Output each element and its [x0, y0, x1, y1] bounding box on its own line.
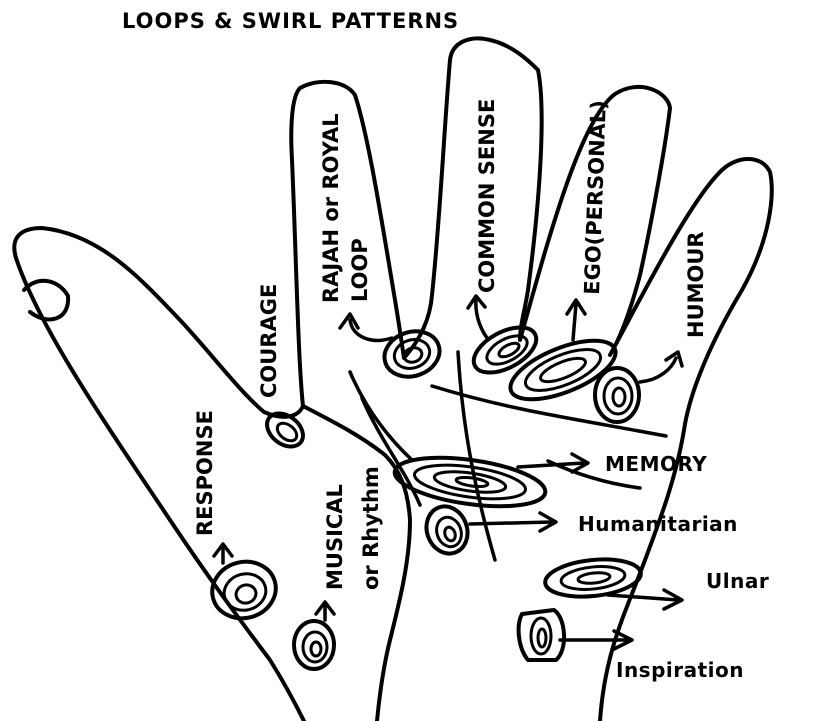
- arrow-royal-loop: [340, 314, 392, 340]
- arrow-humour: [640, 352, 682, 382]
- label-response: RESPONSE: [193, 410, 217, 536]
- arrow-common-sense: [468, 296, 487, 338]
- swirl-royal-loop: [379, 324, 446, 383]
- diagram-title: LOOPS & SWIRL PATTERNS: [122, 9, 459, 33]
- label-ulnar: Ulnar: [706, 569, 769, 593]
- label-courage: COURAGE: [257, 284, 281, 398]
- arrow-musical: [316, 602, 334, 620]
- swirl-inspiration: [519, 610, 564, 660]
- label-musical-line2: or Rhythm: [359, 466, 383, 590]
- label-musical-line1: MUSICAL: [323, 484, 347, 590]
- arrow-ego: [567, 300, 585, 340]
- arrow-inspiration: [560, 631, 632, 649]
- label-rajah-line2: LOOP: [348, 238, 372, 302]
- label-humanitarian: Humanitarian: [578, 512, 738, 536]
- label-memory: MEMORY: [605, 452, 707, 476]
- label-humour: HUMOUR: [684, 231, 708, 338]
- label-inspiration: Inspiration: [616, 658, 744, 682]
- label-rajah-line1: RAJAH or ROYAL: [319, 113, 343, 303]
- swirl-humanitarian: [420, 501, 474, 560]
- swirl-memory: [392, 450, 549, 515]
- swirl-humour: [595, 368, 639, 422]
- arrow-response: [214, 544, 232, 563]
- swirl-ulnar: [543, 555, 642, 601]
- label-common-sense: COMMON SENSE: [475, 99, 499, 293]
- swirl-musical: [294, 621, 334, 669]
- label-ego: EGO(PERSONAL): [580, 100, 611, 295]
- hand-outline: [14, 38, 771, 721]
